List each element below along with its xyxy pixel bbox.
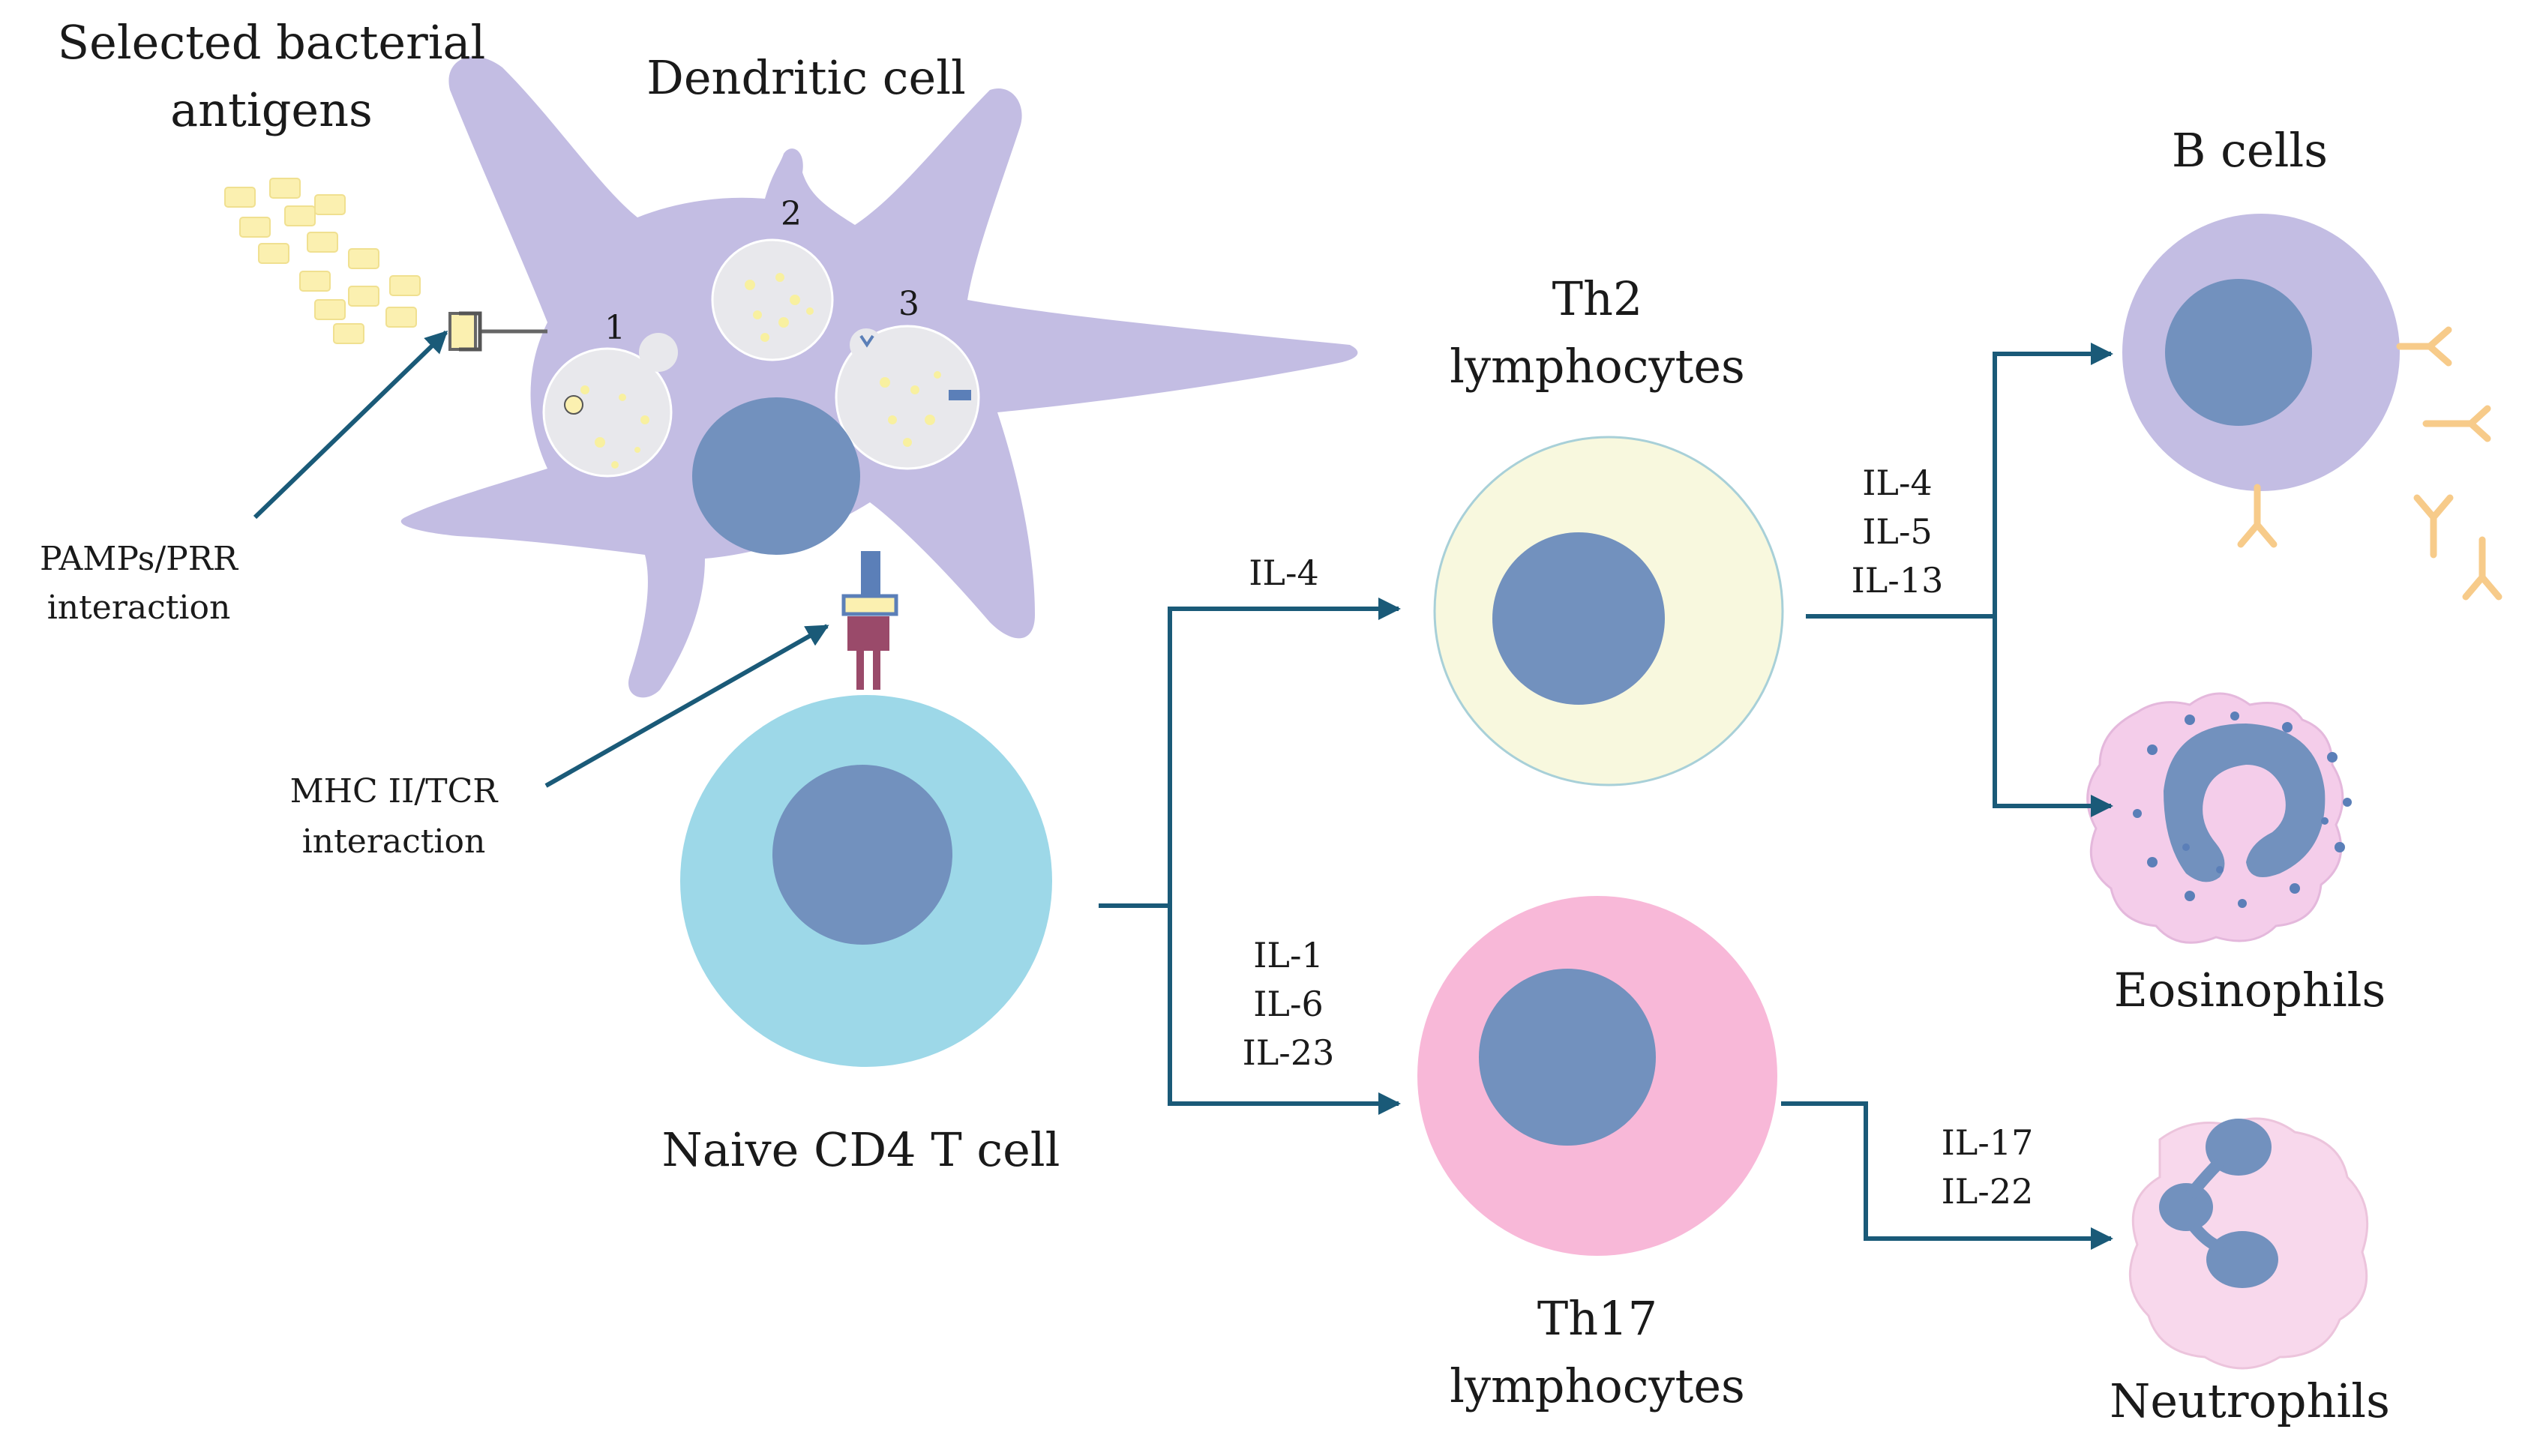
vesicle-2 — [711, 238, 834, 361]
b-cell — [2122, 214, 2400, 491]
th17-label-2: lymphocytes — [1450, 1359, 1745, 1413]
mhc-label-1: MHC II/TCR — [290, 772, 499, 810]
connectors — [253, 330, 2113, 1250]
cytokine-th17-out-1: IL-17 — [1942, 1122, 2034, 1163]
to-eosinophil-arrow — [1993, 616, 2113, 817]
dendritic-cell-label: Dendritic cell — [646, 50, 966, 105]
dendritic-nucleus — [692, 397, 860, 555]
antibodies — [2237, 326, 2503, 601]
to-bcell-arrow — [1993, 343, 2113, 616]
prr-receptor — [448, 311, 547, 352]
cytokine-th17-out-2: IL-22 — [1942, 1171, 2034, 1212]
pamps-arrow — [253, 330, 448, 520]
cytokine-th2-out-2: IL-5 — [1862, 511, 1933, 552]
vesicle-1 — [542, 333, 678, 478]
to-neutrophil-arrow — [1781, 1101, 2113, 1250]
cytokine-th17-path-2: IL-6 — [1253, 984, 1324, 1024]
bacterial-antigens — [224, 178, 421, 344]
pamps-label-1: PAMPs/PRR — [40, 540, 239, 578]
cytokine-th17-path-1: IL-1 — [1253, 935, 1324, 975]
antigens-label-1: Selected bacterial — [58, 15, 486, 70]
vesicle-3-label: 3 — [898, 285, 919, 323]
naive-t-cell-label: Naive CD4 T cell — [662, 1122, 1060, 1177]
vesicle-3 — [835, 325, 980, 470]
to-th2-arrow — [1168, 598, 1401, 906]
th2-lymphocyte — [1433, 436, 1784, 786]
th17-label-1: Th17 — [1537, 1291, 1657, 1346]
cytokine-th2-out-3: IL-13 — [1852, 560, 1944, 601]
th2-label-1: Th2 — [1552, 271, 1643, 326]
cytokine-th2-path: IL-4 — [1249, 553, 1319, 593]
neutrophil — [2128, 1117, 2369, 1370]
eosinophil — [2086, 692, 2352, 944]
mhc-tcr-complex — [841, 551, 898, 690]
th17-lymphocyte — [1417, 896, 1777, 1256]
antigens-label-2: antigens — [170, 82, 373, 137]
mhc-arrow — [544, 624, 829, 788]
to-th17-arrow — [1168, 906, 1401, 1115]
th2-label-2: lymphocytes — [1450, 339, 1745, 394]
cytokine-th2-out-1: IL-4 — [1862, 463, 1933, 503]
cytokine-th17-path-3: IL-23 — [1243, 1032, 1335, 1073]
naive-cd4-t-cell — [680, 695, 1052, 1067]
vesicle-2-label: 2 — [781, 195, 802, 233]
mhc-label-2: interaction — [302, 822, 486, 861]
eosinophils-label: Eosinophils — [2114, 963, 2386, 1017]
pamps-label-2: interaction — [47, 589, 231, 627]
vesicle-1-label: 1 — [604, 309, 625, 347]
neutrophils-label: Neutrophils — [2110, 1374, 2390, 1428]
b-cells-label: B cells — [2172, 123, 2328, 178]
